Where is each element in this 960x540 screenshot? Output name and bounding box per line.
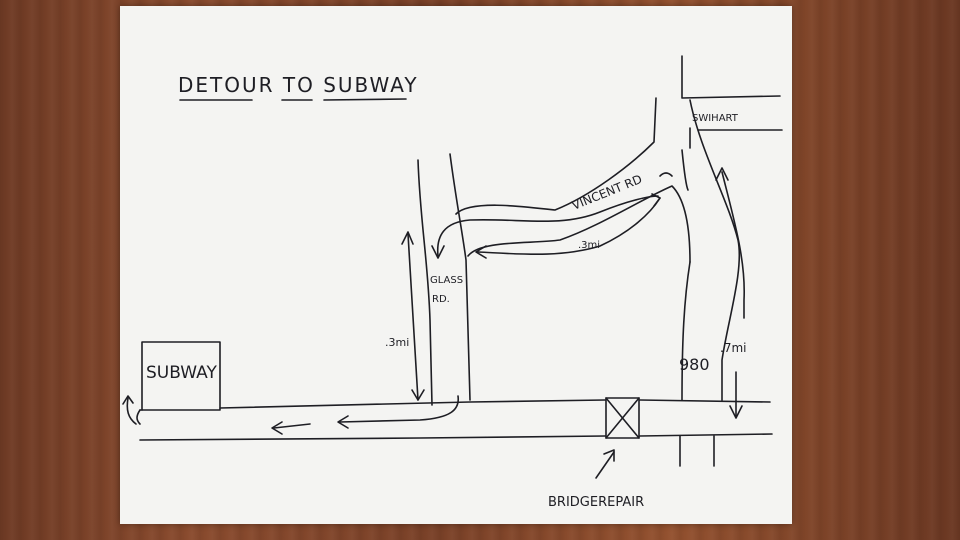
road-980-distance-label: .7mi [720,341,746,355]
road-980-west-edge-top [681,149,689,191]
road-980-distance-line-upper [721,171,746,319]
subway-building [141,341,221,411]
vincent-rd-north-edge [455,97,657,215]
bridge-pointer-arrow [595,451,615,479]
turn-into-subway-arrow [126,397,137,425]
glass-distance-arrow-top [401,231,414,245]
glass-rd-label-line1: GLASS [430,275,463,286]
subway-label: SUBWAY [146,363,217,383]
turn-arrow-to-980 [659,172,673,177]
vincent-rd-south-edge [467,185,691,263]
glass-rd-label-line2: RD. [432,294,450,305]
road-980-distance-arrow-top [715,167,729,181]
detour-arrowhead-west-vincent [475,245,487,259]
road-west-end [136,409,141,425]
swihart-rd-south-edge [689,127,783,149]
map-title: DETOUR TO SUBWAY [178,73,419,97]
bridge-closed-cross [605,397,640,439]
glass-distance-arrow-bottom [411,389,425,401]
detour-arrowhead-down-glass [431,245,445,259]
detour-arrowhead-east-vincent [651,193,661,207]
glass-rd-east-edge [449,153,471,401]
bridge-pointer-arrow-head [603,449,615,462]
detour-arrowhead-west-1 [337,415,349,429]
detour-return-line [477,197,661,256]
glass-rd-west-edge [417,159,433,406]
glass-distance-line [407,233,419,401]
road-980-west-edge-upper [681,261,691,401]
road-980-label: 980 [679,355,710,374]
detour-arrow-west-2 [273,423,311,429]
detour-arrow-to-vincent [436,195,659,257]
main-road-bottom-edge-east [639,433,773,437]
detour-arrowhead-west-2 [271,421,283,435]
swihart-rd-north-edge [681,55,781,99]
title-underline-subway [323,98,407,101]
main-road-top-edge [219,399,606,409]
main-road-bottom-edge [139,435,606,441]
swihart-label: SWIHART [692,113,739,124]
main-road-top-edge-east [639,399,771,403]
vincent-distance-label: .3mi [578,240,600,251]
bridge-repair-label: BRIDGEREPAIR [548,495,644,510]
detour-arrow-west-main-road [339,395,459,423]
bridge-repair-box [605,397,640,439]
road-980-distance-arrow-bottom [729,405,743,419]
turn-arrow-head [122,395,134,405]
vincent-rd-label: VINCENT RD [570,172,644,213]
glass-distance-label: .3mi [385,336,409,349]
